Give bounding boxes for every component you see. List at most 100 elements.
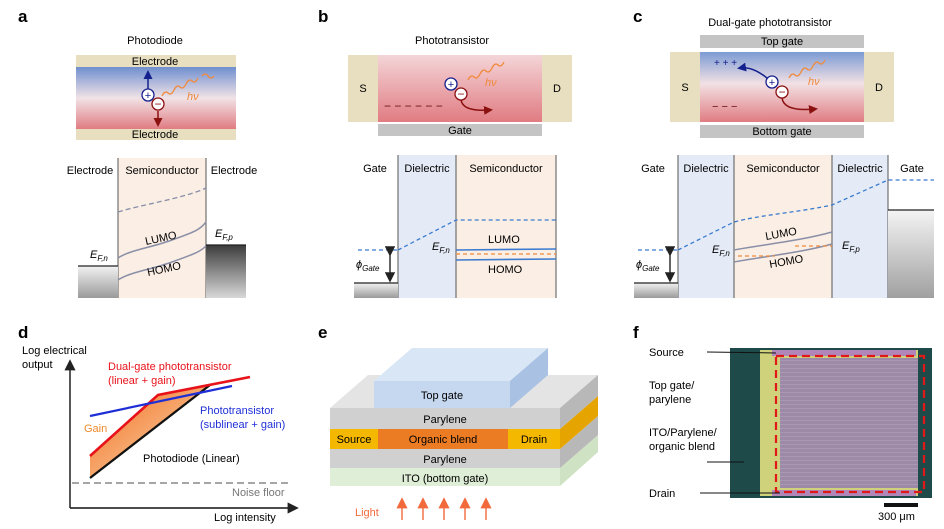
- photodiode-title: Photodiode: [127, 35, 183, 47]
- homo-line: [733, 243, 833, 263]
- parylene-top-side: [560, 375, 598, 429]
- photon-wave-icon: [161, 73, 215, 97]
- parylene-bottom-label: Parylene: [423, 454, 466, 466]
- panel-b-letter: b: [318, 7, 328, 26]
- panel-f: f Source Top gate/ parylene ITO/Parylene…: [633, 323, 932, 523]
- hole-circle: [765, 75, 779, 89]
- phototransistor-title: Phototransistor: [415, 35, 489, 47]
- photon-wave-icon: [467, 61, 505, 81]
- dielectric-left-region: [678, 155, 734, 298]
- electron-sign: −: [457, 87, 464, 101]
- homo-line: [117, 245, 207, 281]
- panel-e: e ITO (bottom gate) Parylene Source Orga…: [318, 323, 598, 520]
- efn-label: EF,n: [712, 244, 730, 258]
- parylene-bottom-side: [560, 416, 598, 468]
- bottom-gate-electrode: [700, 125, 864, 138]
- noise-floor-label: Noise floor: [232, 487, 285, 499]
- right-gate-metal: [888, 210, 934, 298]
- electron-arrow: [781, 97, 818, 115]
- ito-layer: [330, 468, 560, 486]
- efn-label: EF,n: [90, 249, 108, 263]
- band-semiconductor: Semiconductor: [469, 163, 543, 175]
- semiconductor-region: [118, 158, 206, 298]
- drain-label: D: [875, 82, 883, 94]
- dualgate-label-2: (linear + gain): [108, 375, 176, 387]
- top-electrode-label: Electrode: [132, 56, 178, 68]
- bottom-electrode-layer: [76, 129, 236, 140]
- band-gate: Gate: [363, 163, 387, 175]
- panel-d-letter: d: [18, 323, 28, 342]
- scale-label: 300 μm: [878, 511, 915, 523]
- panel-f-letter: f: [633, 323, 639, 342]
- panel-a: a Photodiode Electrode Electrode + − hν …: [18, 7, 257, 298]
- dielectric-region: [398, 155, 456, 298]
- topgate-label-2: parylene: [649, 394, 691, 406]
- lumo-line: [733, 231, 833, 251]
- active-area: [780, 358, 918, 488]
- bottom-electrode-label: Electrode: [132, 129, 178, 141]
- photon-hv: hν: [485, 77, 497, 89]
- drain-contact: [542, 55, 572, 122]
- bottom-gate-label: Bottom gate: [752, 126, 811, 138]
- lumo-line: [117, 221, 207, 259]
- source-label: Source: [649, 347, 684, 359]
- lumo-label: LUMO: [488, 234, 520, 246]
- source-label: S: [359, 83, 366, 95]
- gain-label: Gain: [84, 423, 107, 435]
- top-gate-side: [510, 348, 548, 408]
- top-gate-block: [374, 381, 510, 408]
- panel-d: d Log electrical output Log intensity No…: [18, 323, 299, 524]
- hole-charge-row: + + +: [714, 58, 737, 69]
- phi-gate-label: ϕGate: [636, 259, 660, 273]
- hole-circle: [141, 88, 155, 102]
- top-gate-label: Top gate: [761, 36, 803, 48]
- parylene-bottom-layer: [330, 449, 560, 468]
- source-label: Source: [337, 434, 372, 446]
- semiconductor-region: [456, 155, 556, 298]
- trapped-charge-row: − − − − − −: [384, 99, 443, 113]
- drain-label: Drain: [521, 434, 547, 446]
- top-gate-surface: [374, 348, 548, 381]
- dielectric-right-region: [832, 155, 888, 298]
- source-electrode: [330, 429, 378, 449]
- dualgate-label-1: Dual-gate phototransistor: [108, 361, 232, 373]
- device-outline: [774, 354, 926, 494]
- electron-sign: −: [154, 97, 161, 111]
- ito-label-2: organic blend: [649, 441, 715, 453]
- band-gate-left: Gate: [641, 163, 665, 175]
- photon-wave-icon: [788, 59, 826, 79]
- panel-b: b Phototransistor S D Gate − − − − − − +…: [318, 7, 572, 298]
- electron-circle: [151, 97, 165, 111]
- gate-label: Gate: [448, 125, 472, 137]
- photon-hv: hν: [808, 76, 820, 88]
- light-label: Light: [355, 507, 379, 519]
- semiconductor-region: [734, 155, 832, 298]
- phototransistor-label-2: (sublinear + gain): [200, 419, 285, 431]
- source-electrode-strip: [772, 350, 916, 356]
- efn-label: EF,n: [432, 241, 450, 255]
- homo-line: [455, 258, 557, 261]
- left-metal-block: [78, 266, 118, 298]
- panel-c: c Dual-gate phototransistor Top gate Bot…: [633, 7, 934, 298]
- drain-label: D: [553, 83, 561, 95]
- band-semiconductor: Semiconductor: [746, 163, 820, 175]
- drain-label: Drain: [649, 488, 675, 500]
- homo-label: HOMO: [768, 253, 804, 271]
- gate-metal-block: [354, 283, 398, 298]
- top-electrode-layer: [76, 55, 236, 67]
- lumo-line: [455, 248, 557, 251]
- left-gate-metal: [634, 283, 678, 298]
- panel-c-letter: c: [633, 7, 642, 26]
- vacuum-level: [117, 187, 207, 213]
- source-contact: [348, 55, 378, 122]
- photodiode-line: [89, 384, 211, 479]
- efp-label: EF,p: [215, 228, 233, 242]
- photon-hv: hν: [187, 91, 199, 103]
- phi-gate-label: ϕGate: [356, 259, 380, 273]
- vacuum-level: [397, 219, 556, 251]
- photodiode-label: Photodiode (Linear): [143, 453, 240, 465]
- band-semiconductor: Semiconductor: [125, 165, 199, 177]
- parylene-top-layer: [330, 408, 560, 429]
- band-dielectric: Dielectric: [404, 163, 450, 175]
- electron-sign: −: [778, 85, 785, 99]
